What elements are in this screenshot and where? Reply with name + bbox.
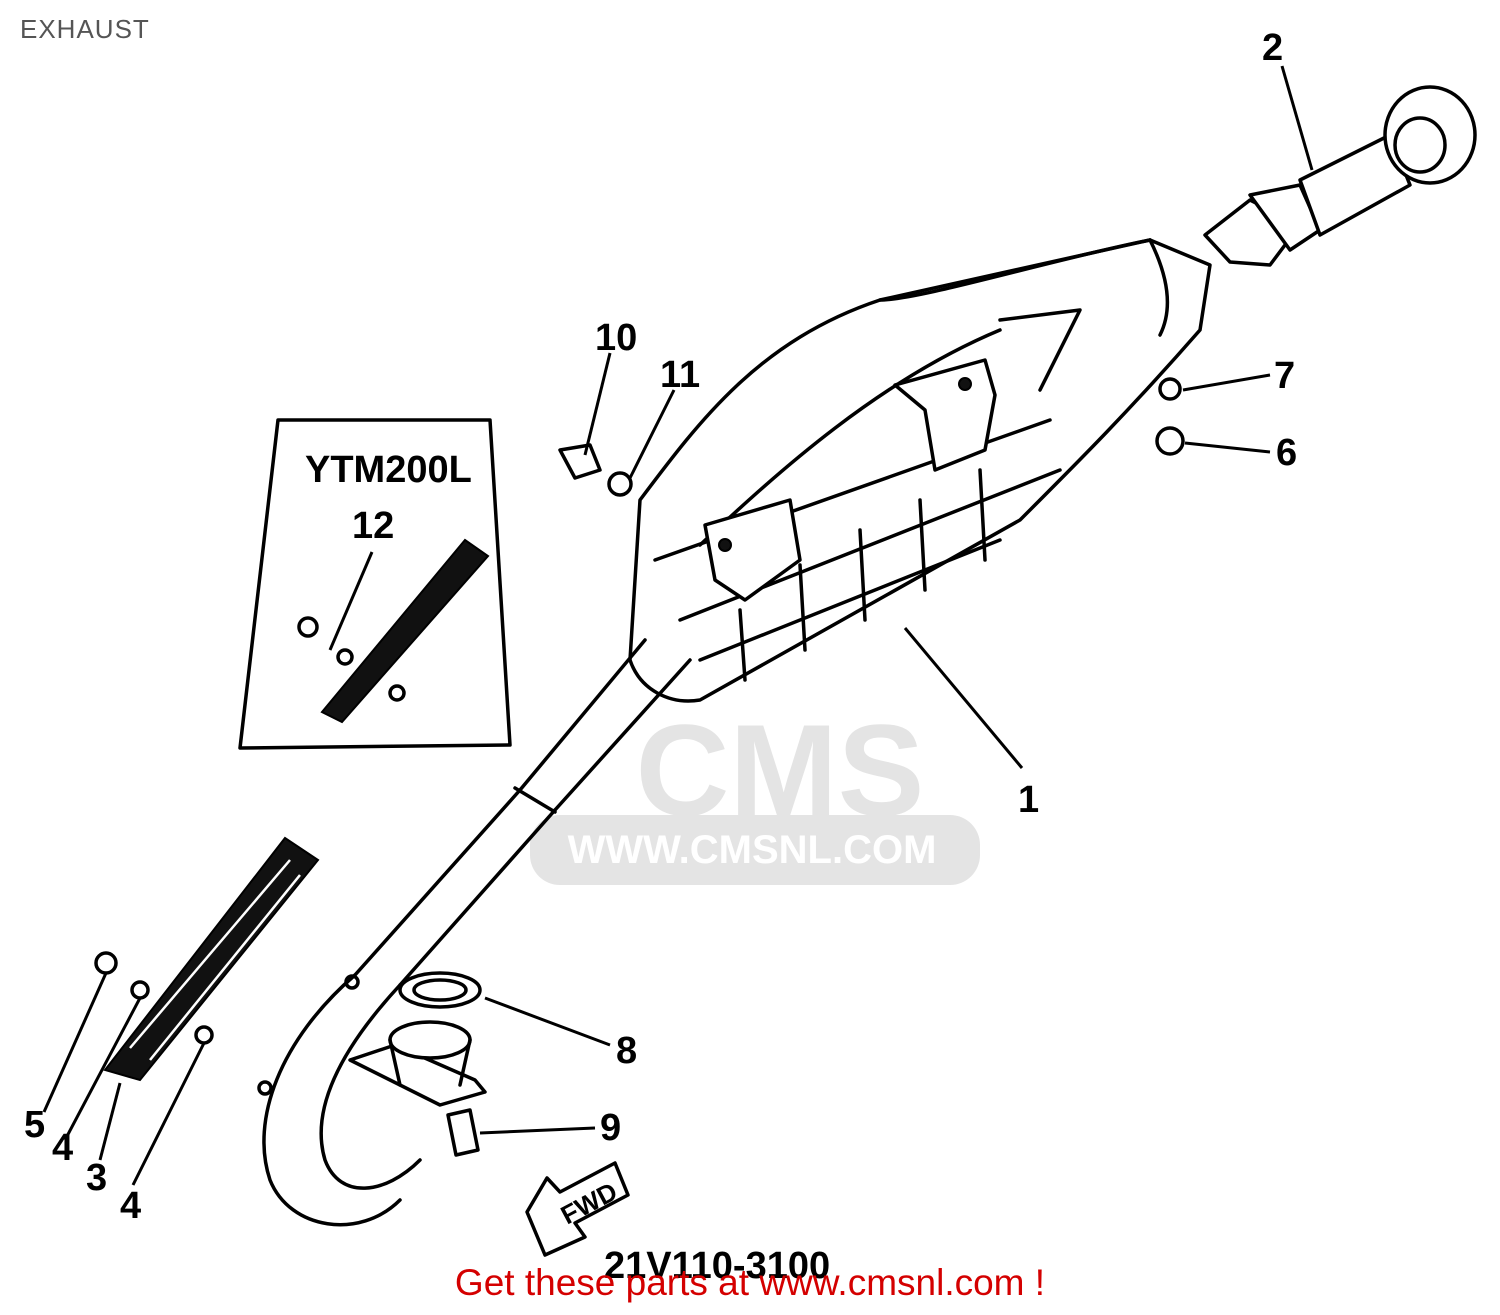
watermark-bar (530, 815, 980, 885)
callout-5: 5 (24, 1104, 45, 1146)
page-title: EXHAUST (20, 14, 150, 44)
end-cap (1203, 85, 1477, 267)
inset-label: YTM200L (305, 449, 472, 491)
callout-7: 7 (1274, 355, 1295, 397)
watermark-url: WWW.CMSNL.COM (568, 828, 937, 872)
callout-1: 1 (1018, 779, 1039, 821)
hardware (558, 377, 1185, 497)
callout-12: 12 (352, 505, 394, 547)
part-number: 21V110-3100 (604, 1245, 830, 1287)
callout-4a: 4 (52, 1127, 73, 1169)
callout-2: 2 (1262, 27, 1283, 69)
footer-parts-link[interactable]: Get these parts at www.cmsnl.com ! (454, 1262, 1046, 1303)
silencer (628, 238, 1212, 703)
cms-watermark: CMS WWW.CMSNL.COM (530, 697, 980, 885)
callout-9: 9 (600, 1107, 621, 1149)
gasket-and-flange (348, 971, 487, 1157)
ytm200l-inset: YTM200L (238, 418, 512, 750)
callouts: 1 2 3 4 4 5 6 7 8 9 10 11 12 (24, 27, 1297, 1227)
header-pipe (257, 638, 692, 1227)
callout-10: 10 (595, 317, 637, 359)
fwd-arrow: FWD (525, 1161, 630, 1257)
heat-guard (94, 836, 320, 1082)
callout-11: 11 (660, 354, 700, 396)
callout-4b: 4 (120, 1185, 141, 1227)
callout-3: 3 (86, 1157, 107, 1199)
leader-lines (42, 65, 1314, 1186)
callout-6: 6 (1276, 432, 1297, 474)
callout-8: 8 (616, 1030, 637, 1072)
